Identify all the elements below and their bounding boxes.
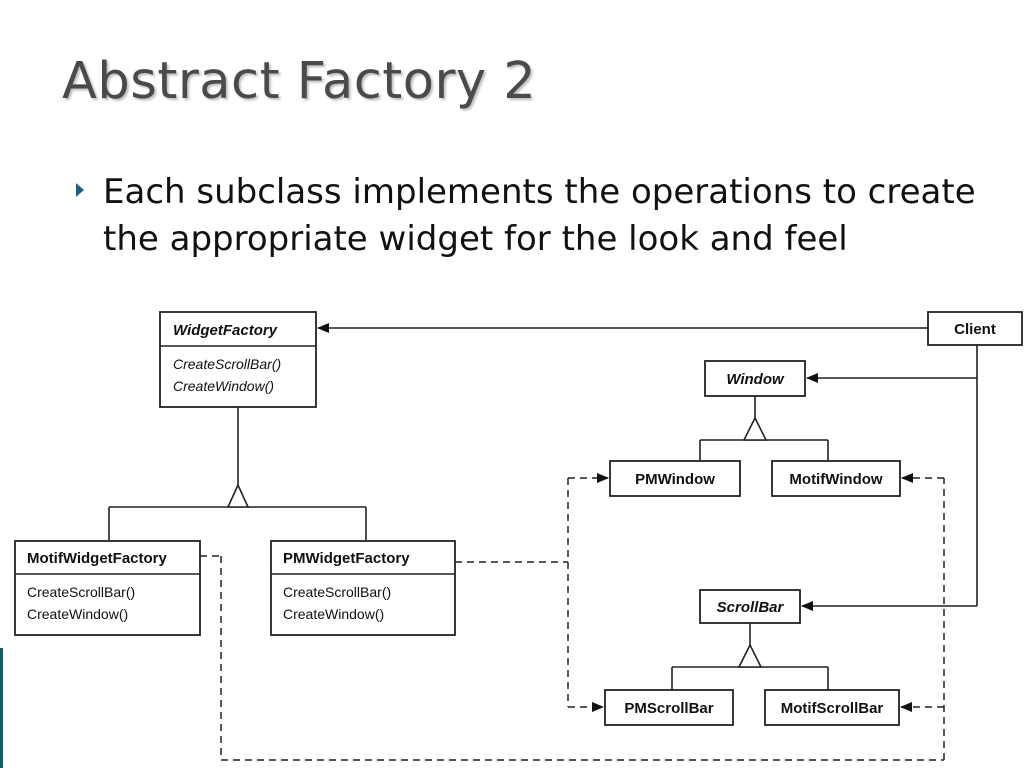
class-window: Window bbox=[704, 360, 806, 397]
class-motif-widget-factory: MotifWidgetFactory CreateScrollBar() Cre… bbox=[14, 540, 201, 636]
class-motif-scroll-bar: MotifScrollBar bbox=[764, 689, 900, 726]
class-name: WidgetFactory bbox=[173, 322, 278, 339]
class-pm-scroll-bar: PMScrollBar bbox=[604, 689, 734, 726]
class-name: Client bbox=[954, 321, 996, 338]
class-name: Window bbox=[726, 371, 785, 388]
class-name: ScrollBar bbox=[717, 599, 785, 616]
class-name: MotifWidgetFactory bbox=[27, 550, 168, 567]
class-name: PMWindow bbox=[635, 471, 715, 488]
inheritance-triangles bbox=[226, 416, 768, 668]
operation: CreateWindow() bbox=[283, 606, 384, 622]
class-name: PMWidgetFactory bbox=[283, 550, 410, 567]
class-name: MotifScrollBar bbox=[781, 700, 884, 717]
class-widget-factory: WidgetFactory CreateScrollBar() CreateWi… bbox=[159, 311, 317, 408]
bullet-text: Each subclass implements the operations … bbox=[103, 172, 976, 259]
inheritance-triangle-icon bbox=[226, 483, 250, 508]
inheritance-triangle-icon bbox=[742, 416, 768, 441]
slide-title: Abstract Factory 2 bbox=[62, 52, 537, 111]
operation: CreateScrollBar() bbox=[283, 584, 391, 600]
accent-bar bbox=[0, 648, 3, 768]
class-client: Client bbox=[927, 311, 1023, 346]
class-pm-window: PMWindow bbox=[609, 460, 741, 497]
generalization-lines bbox=[108, 396, 829, 690]
class-pm-widget-factory: PMWidgetFactory CreateScrollBar() Create… bbox=[270, 540, 456, 636]
client-associations bbox=[317, 323, 978, 611]
class-name: MotifWindow bbox=[789, 471, 882, 488]
class-motif-window: MotifWindow bbox=[771, 460, 901, 497]
instantiation-dependencies bbox=[200, 473, 945, 761]
operation: CreateScrollBar() bbox=[27, 584, 135, 600]
class-name: PMScrollBar bbox=[624, 700, 713, 717]
operation: CreateWindow() bbox=[27, 606, 128, 622]
bullet-arrow-icon bbox=[76, 183, 84, 197]
operation: CreateScrollBar() bbox=[173, 356, 281, 372]
class-scroll-bar: ScrollBar bbox=[699, 589, 801, 624]
inheritance-triangle-icon bbox=[737, 643, 763, 668]
operation: CreateWindow() bbox=[173, 378, 274, 394]
